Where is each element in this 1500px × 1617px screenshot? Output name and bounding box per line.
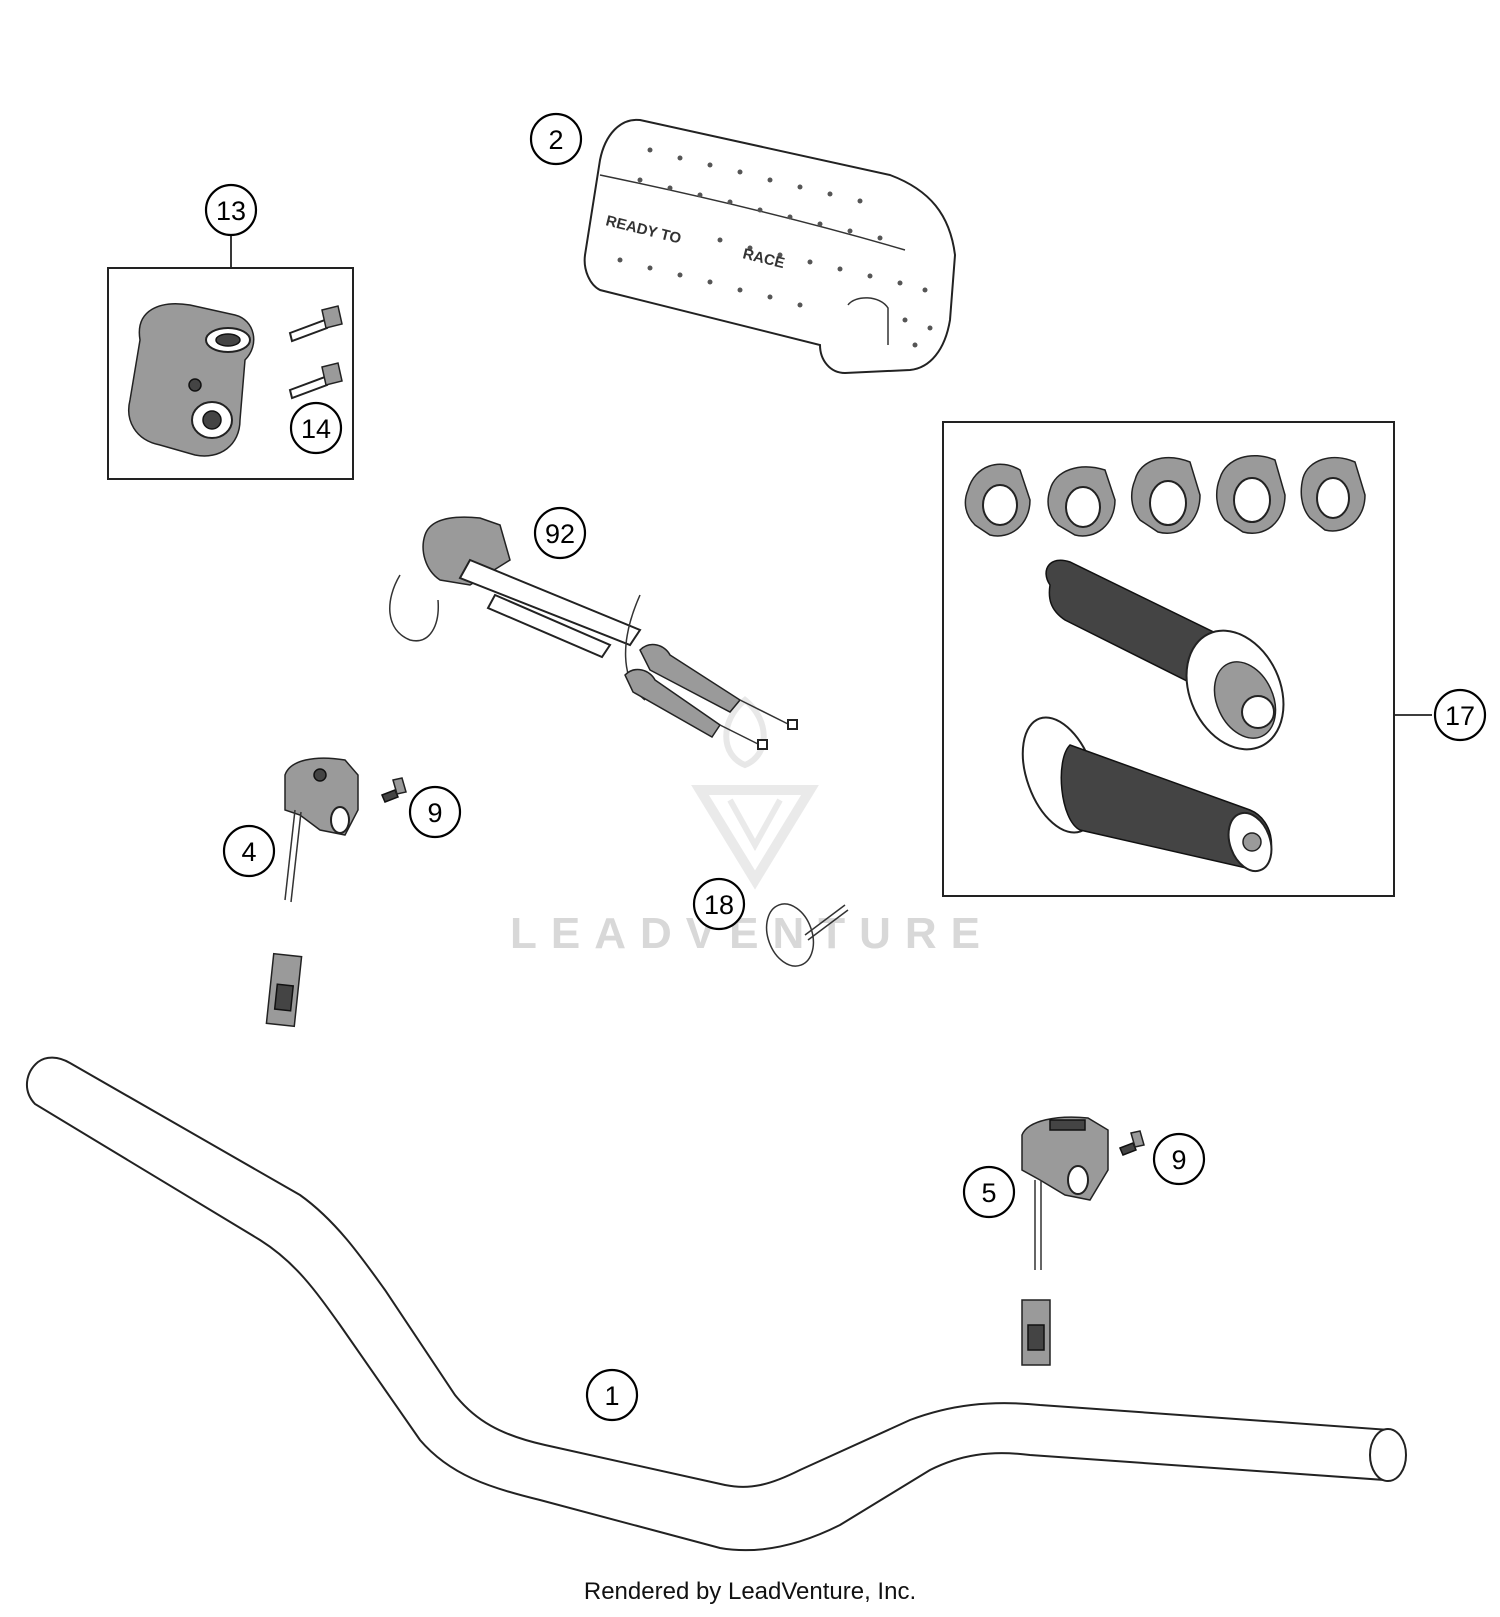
grip-set-box xyxy=(942,421,1395,897)
callout-9-right-label: 9 xyxy=(1171,1145,1186,1175)
throttle-grip-part xyxy=(1045,559,1285,751)
right-switch-screw xyxy=(1119,1130,1145,1156)
callout-9-left-label: 9 xyxy=(427,798,442,828)
callout-18: 18 xyxy=(692,877,746,931)
callout-18-label: 18 xyxy=(704,890,734,920)
left-switch-part xyxy=(265,757,359,1028)
throttle-cam-4 xyxy=(1215,455,1286,534)
hot-start-screw-upper xyxy=(288,305,343,343)
watermark-logo xyxy=(691,696,819,890)
throttle-cam-3 xyxy=(1130,457,1201,534)
throttle-assembly-part xyxy=(389,516,798,750)
clutch-grip-part xyxy=(1021,716,1273,873)
cable-tie-part xyxy=(765,903,849,967)
callout-2-label: 2 xyxy=(548,125,563,155)
callout-13-label: 13 xyxy=(216,196,246,226)
callout-5: 5 xyxy=(962,1165,1016,1219)
callout-14-label: 14 xyxy=(301,414,331,444)
callout-17-label: 17 xyxy=(1445,701,1475,731)
hot-start-screw-lower xyxy=(288,362,343,400)
callout-2: 2 xyxy=(529,112,583,166)
render-credit: Rendered by LeadVenture, Inc. xyxy=(583,1578,917,1605)
callout-13: 13 xyxy=(204,183,258,237)
pad-dot-pattern xyxy=(617,147,933,348)
callout-9-left: 9 xyxy=(408,785,462,839)
throttle-cam-set xyxy=(964,455,1366,537)
left-switch-screw xyxy=(381,777,407,803)
throttle-cam-2 xyxy=(1047,466,1116,537)
handlebar-part xyxy=(26,1056,1407,1552)
callout-1: 1 xyxy=(585,1368,639,1422)
callout-5-label: 5 xyxy=(981,1178,996,1208)
callout-17: 17 xyxy=(1433,688,1487,742)
watermark-text: LEADVENTURE xyxy=(510,909,994,958)
callout-1-label: 1 xyxy=(604,1381,619,1411)
callout-9-right: 9 xyxy=(1152,1132,1206,1186)
callout-92-label: 92 xyxy=(545,519,575,549)
throttle-cam-1 xyxy=(964,463,1031,537)
handlebar-pad-part: READY TO RACE xyxy=(583,118,957,375)
right-switch-part xyxy=(1021,1116,1109,1366)
callout-4-label: 4 xyxy=(241,837,256,867)
callout-14: 14 xyxy=(289,401,343,455)
throttle-cam-5 xyxy=(1300,456,1366,532)
hot-start-housing-part xyxy=(128,303,255,457)
callout-4: 4 xyxy=(222,824,276,878)
callout-92: 92 xyxy=(533,506,587,560)
